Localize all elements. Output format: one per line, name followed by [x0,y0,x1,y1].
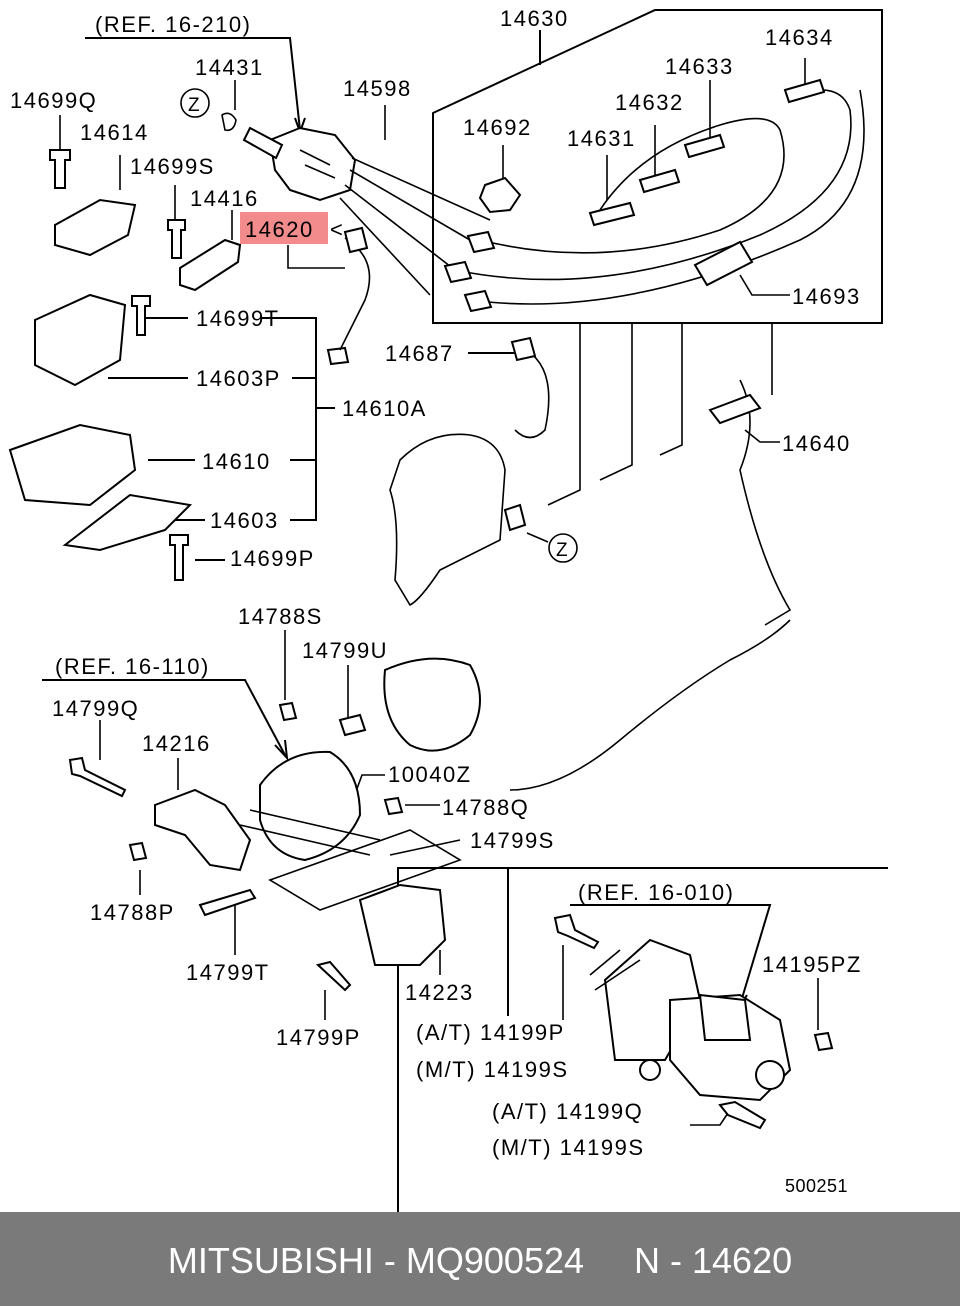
part-14788Q: 14788Q [442,795,529,820]
part-14614: 14614 [80,120,149,145]
part-14199S-mt-2: (M/T) 14199S [492,1135,645,1160]
part-14640: 14640 [782,431,851,456]
labels: (REF. 16-210) (REF. 16-110) (REF. 16-010… [10,6,862,1196]
part-14603P: 14603P [196,366,281,391]
part-14799T: 14799T [186,960,270,985]
part-10040Z: 10040Z [388,762,472,787]
part-14799U: 14799U [302,638,388,663]
part-14699T: 14699T [196,306,280,331]
part-14603: 14603 [210,508,279,533]
z-marker-2-label: Z [556,540,568,561]
parts-diagram: (REF. 16-210) (REF. 16-110) (REF. 16-010… [8,6,888,1212]
z-marker-2: Z [526,532,578,563]
part-14620-highlighted: 14620 [245,217,314,242]
part-14699Q: 14699Q [10,88,97,113]
alternator-group [68,657,481,992]
ignition-coil-bracket [8,149,242,581]
part-14610A: 14610A [342,396,427,421]
engine-outline [326,226,792,626]
diagram-number: 500251 [785,1176,848,1196]
part-highlight [240,212,328,244]
spark-plug-cables [339,78,865,313]
part-14799S: 14799S [470,828,555,853]
part-14699S: 14699S [130,154,215,179]
part-14692: 14692 [463,115,532,140]
part-14598: 14598 [343,76,412,101]
part-14788S: 14788S [238,604,323,629]
part-14687: 14687 [385,341,454,366]
ref-16-010-label: (REF. 16-010) [578,880,734,905]
footer-bar: MITSUBISHI - MQ900524 N - 14620 [0,1212,960,1306]
part-14634: 14634 [765,25,834,50]
part-14630: 14630 [500,6,569,31]
part-14633: 14633 [665,54,734,79]
ref-16-110-label: (REF. 16-110) [55,654,210,679]
part-14631: 14631 [567,126,636,151]
part-14610: 14610 [202,449,271,474]
ref-16-210-label: (REF. 16-210) [95,12,251,37]
part-14693: 14693 [792,284,861,309]
part-14416: 14416 [190,186,259,211]
z-marker-1-label: Z [188,95,200,116]
footer-part-title: MITSUBISHI - MQ900524 N - 14620 [167,1240,793,1281]
starter-motor-group [553,913,834,1130]
part-14788P: 14788P [90,900,175,925]
part-14799P: 14799P [276,1025,361,1050]
part-14699P: 14699P [230,546,315,571]
part-14216: 14216 [142,731,211,756]
highlight-arrow-marker: < [330,217,344,242]
z-marker-1: Z [180,88,237,132]
part-14799Q: 14799Q [52,696,139,721]
part-14199P-at: (A/T) 14199P [416,1020,565,1045]
part-14195PZ: 14195PZ [762,952,862,977]
distributor [242,126,357,202]
part-14632: 14632 [615,90,684,115]
part-14431: 14431 [195,55,264,80]
part-14199Q-at: (A/T) 14199Q [492,1099,643,1124]
part-14199S-mt: (M/T) 14199S [416,1057,569,1082]
part-14223: 14223 [405,980,474,1005]
